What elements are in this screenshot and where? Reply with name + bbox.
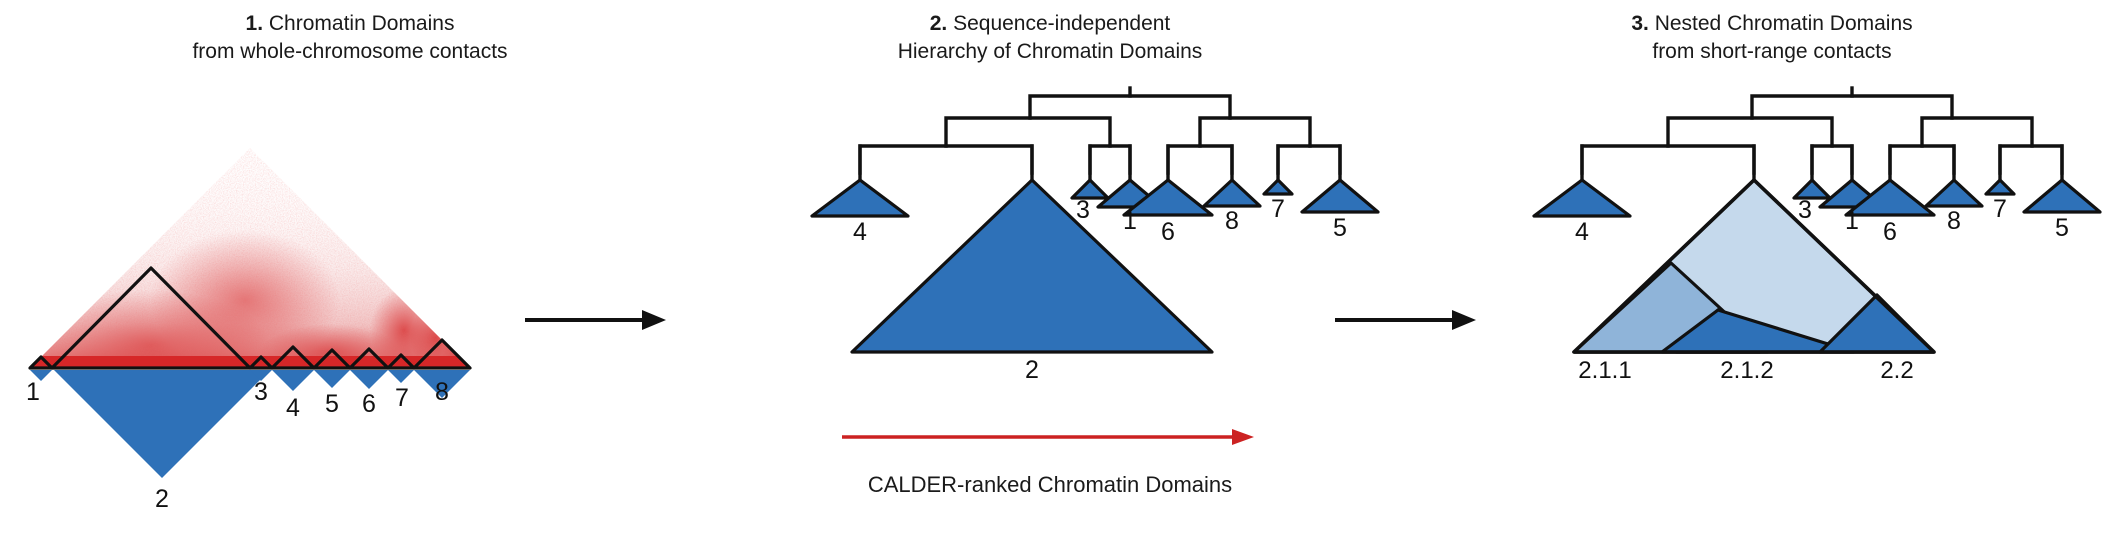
domain-label-8: 8	[435, 378, 449, 406]
domain-label-6: 6	[362, 390, 376, 418]
panel-2-number: 2.	[929, 12, 948, 35]
leaf-triangle-7	[1984, 178, 2016, 196]
leaf-label-1: 1	[1123, 207, 1137, 235]
panel-1: 1. Chromatin Domains from whole-chromoso…	[0, 0, 700, 538]
leaf-label-7: 7	[1271, 195, 1285, 223]
panel-1-figure	[28, 148, 472, 478]
panel-2-title: 2. Sequence-independent Hierarchy of Chr…	[700, 10, 1400, 66]
domain-label-5: 5	[325, 390, 339, 418]
leaf-triangle-6	[1122, 178, 1214, 217]
leaf-label-1: 1	[1845, 207, 1859, 235]
leaf-label-6: 6	[1161, 218, 1175, 246]
leaf-triangle-8	[1924, 178, 1984, 208]
panel-3-number: 3.	[1631, 12, 1649, 35]
leaf-label-3: 3	[1076, 196, 1090, 224]
calder-rank-caption: CALDER-ranked Chromatin Domains	[867, 472, 1233, 497]
domain-label-7: 7	[395, 384, 409, 412]
leaf-label-5: 5	[2055, 214, 2069, 242]
nested-domain-outer-edge	[1572, 178, 1936, 354]
dendrogram-links	[1580, 86, 2064, 182]
panel-3: 3. Nested Chromatin Domains from short-r…	[1422, 0, 2122, 538]
leaf-triangle-3	[1792, 178, 1832, 200]
calder-rank-arrow	[842, 429, 1254, 445]
leaf-label-8: 8	[1225, 207, 1239, 235]
panel-1-title: 1. Chromatin Domains from whole-chromoso…	[0, 10, 700, 66]
panel-1-number: 1.	[245, 12, 264, 35]
leaf-label-6: 6	[1883, 218, 1897, 246]
panel-3-title-line2: from short-range contacts	[1652, 40, 1892, 63]
panel-3-title: 3. Nested Chromatin Domains from short-r…	[1422, 10, 2122, 66]
called-domain-outlines	[28, 266, 472, 370]
domain-triangles-below	[30, 370, 470, 478]
panel-3-dendrogram	[1532, 86, 2102, 354]
leaf-triangle-6	[1844, 178, 1936, 217]
nested-label-2-2: 2.2	[1880, 357, 1914, 384]
domain-label-1: 1	[26, 378, 40, 406]
flow-arrow-1	[525, 310, 666, 330]
leaf-label-7: 7	[1993, 195, 2007, 223]
leaf-label-2: 2	[1025, 356, 1039, 384]
leaf-triangle-2	[850, 178, 1214, 354]
panel-2-title-line1: Sequence-independent	[953, 12, 1171, 35]
panel-1-title-line1: Chromatin Domains	[268, 12, 455, 35]
panel-3-title-line1: Nested Chromatin Domains	[1654, 12, 1913, 35]
dendrogram-leaf-triangles	[1532, 178, 2102, 218]
leaf-label-4: 4	[1575, 218, 1589, 246]
dendrogram-leaf-triangles	[810, 178, 1380, 354]
domain-label-2: 2	[155, 485, 169, 513]
panel-2: 2. Sequence-independent Hierarchy of Chr…	[700, 0, 1400, 538]
leaf-triangle-4	[1532, 178, 1632, 218]
panel-2-dendrogram	[810, 86, 1380, 354]
flow-arrow-2	[1335, 310, 1476, 330]
leaf-label-4: 4	[853, 218, 867, 246]
leaf-label-3: 3	[1798, 196, 1812, 224]
nested-label-2-1-1: 2.1.1	[1578, 357, 1632, 384]
leaf-triangle-7	[1262, 178, 1294, 196]
leaf-triangle-5	[2022, 178, 2102, 214]
domain-label-3: 3	[254, 378, 268, 406]
leaf-triangle-4	[810, 178, 910, 218]
leaf-label-5: 5	[1333, 214, 1347, 242]
leaf-triangle-8	[1202, 178, 1262, 208]
leaf-triangle-3	[1070, 178, 1110, 200]
domain-label-4: 4	[286, 394, 300, 422]
panel-1-title-line2: from whole-chromosome contacts	[192, 40, 508, 63]
nested-domain-triangle	[1572, 178, 1936, 354]
leaf-triangle-5	[1300, 178, 1380, 214]
leaf-label-8: 8	[1947, 207, 1961, 235]
nested-label-2-1-2: 2.1.2	[1720, 357, 1774, 384]
dendrogram-links	[858, 86, 1342, 182]
panel-2-title-line2: Hierarchy of Chromatin Domains	[897, 40, 1203, 63]
